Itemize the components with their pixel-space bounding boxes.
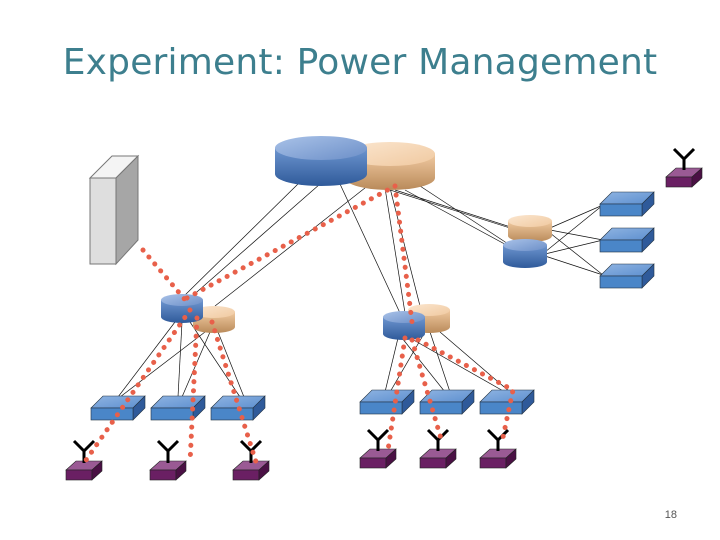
- antenna-icon: [366, 428, 390, 451]
- path-center-router-to-ap-4: [385, 335, 408, 453]
- slide-title: Experiment: Power Management: [62, 42, 658, 83]
- switch-right-2: [599, 227, 655, 253]
- distribution-router-right: [503, 215, 552, 268]
- path-left-router-to-ap-2: [187, 315, 200, 466]
- path-left-router-to-ap-3: [209, 319, 259, 465]
- access-point-7: [665, 147, 703, 188]
- access-point-3: [232, 439, 270, 481]
- network-links: [117, 181, 604, 398]
- antenna-icon: [486, 428, 510, 451]
- antenna-icon: [426, 428, 450, 451]
- path-left-router-to-ap-1: [81, 307, 193, 466]
- core-router-pair: [275, 136, 435, 190]
- traffic-path: [81, 183, 516, 466]
- page-number: 18: [664, 509, 677, 521]
- access-points: [65, 147, 703, 481]
- antenna-icon: [156, 439, 180, 463]
- switch-right-3: [599, 263, 655, 289]
- access-point-4: [359, 428, 397, 469]
- aggregation-router-center: [383, 304, 450, 340]
- switch-right-1: [599, 191, 655, 217]
- path-center-router-to-ap-5: [409, 337, 445, 445]
- switch-left-1: [90, 395, 146, 421]
- switch-center-1: [359, 389, 415, 415]
- antenna-icon: [672, 147, 696, 170]
- antenna-icon: [72, 439, 96, 463]
- access-point-2: [149, 439, 187, 481]
- access-point-1: [65, 439, 103, 481]
- server-tower: [88, 154, 140, 266]
- path-center-router-to-ap-6: [415, 337, 516, 445]
- edge-switches: [90, 191, 655, 421]
- access-point-6: [479, 428, 517, 469]
- switch-center-3: [479, 389, 535, 415]
- switch-left-2: [150, 395, 206, 421]
- path-left-router-to-core: [184, 183, 398, 301]
- access-point-5: [419, 428, 457, 469]
- path-server-to-left-router: [140, 247, 190, 305]
